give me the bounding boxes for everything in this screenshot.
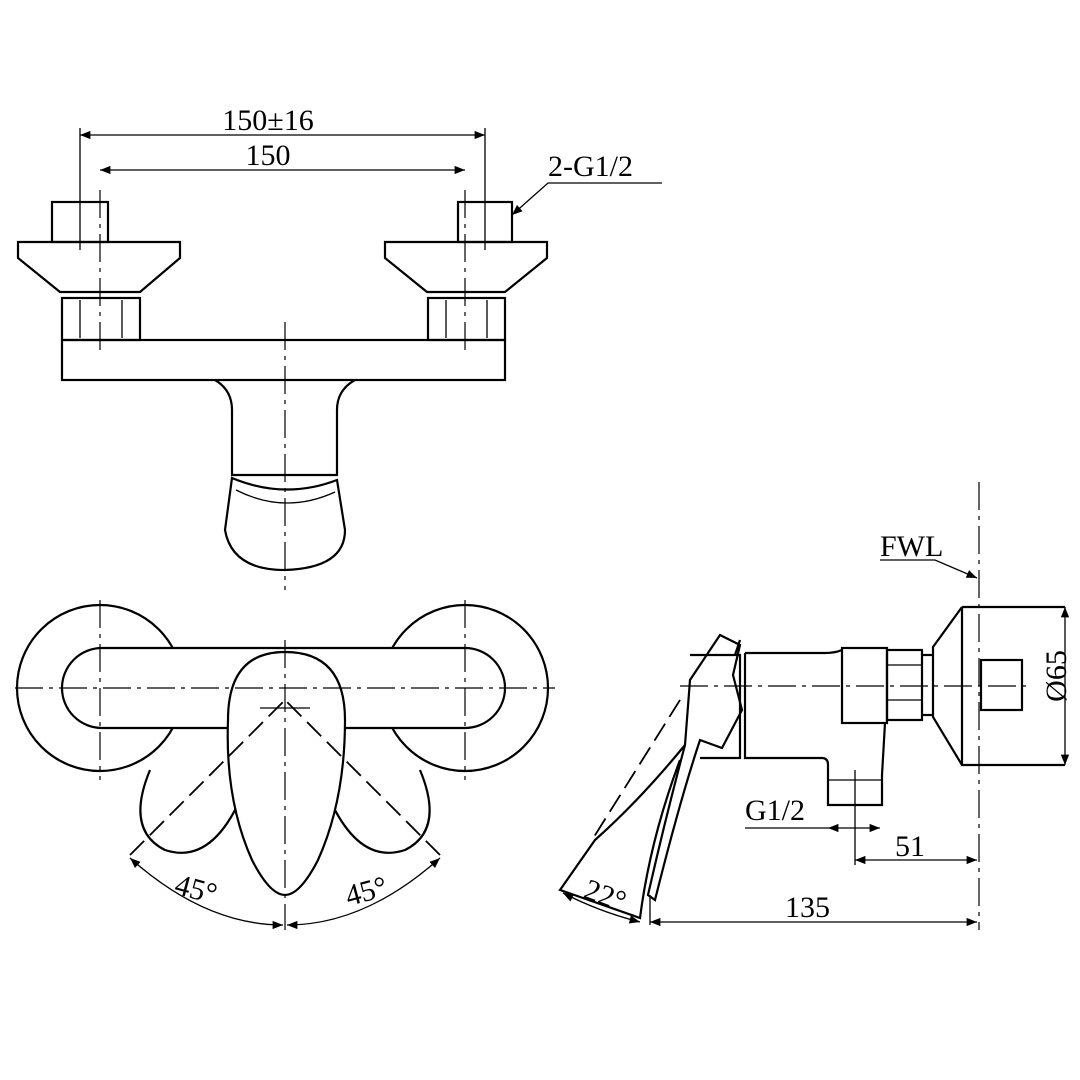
plate-diameter-label: Ø65: [1040, 650, 1073, 702]
dimension-label-150-tol: 150±16: [222, 104, 313, 137]
outlet-thread-label: G1/2: [745, 794, 805, 827]
top-view: 150±16 150 2-G1/2: [16, 104, 662, 590]
fwl-label: FWL: [880, 530, 943, 563]
angle-arc-left: [129, 857, 284, 930]
dimension-label-150: 150: [246, 139, 291, 172]
front-view: 45° 45°: [15, 600, 555, 930]
angle-label-left: 45°: [171, 868, 220, 911]
dimension-label-135: 135: [785, 891, 830, 924]
angle-arc-right: [286, 857, 441, 930]
side-view: FWL Ø65 G1/2 51 135 22°: [558, 482, 1073, 930]
inlet-thread-label: 2-G1/2: [548, 150, 633, 183]
angle-label-right: 45°: [342, 870, 391, 913]
inlet-leader: [511, 182, 662, 216]
dimension-label-51: 51: [895, 830, 925, 863]
